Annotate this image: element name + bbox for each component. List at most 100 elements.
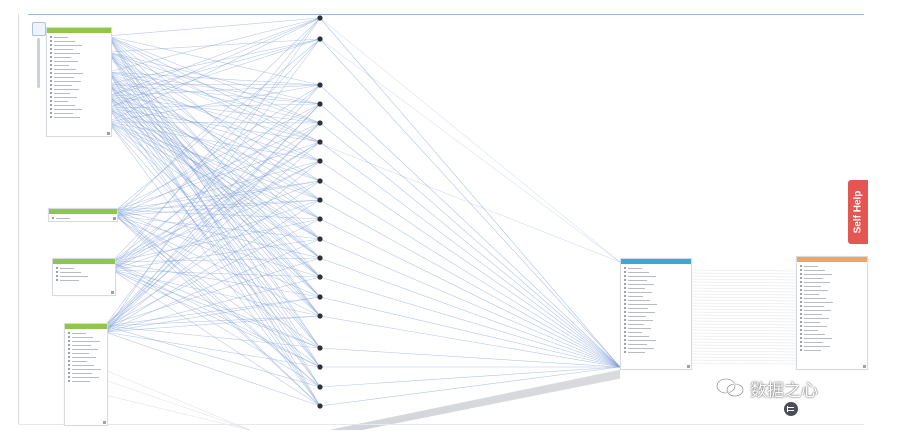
- column-node[interactable]: [317, 15, 323, 21]
- table-column-row[interactable]: [50, 67, 108, 71]
- table-column-row[interactable]: [68, 359, 104, 363]
- table-column-row[interactable]: [800, 332, 864, 336]
- table-column-row[interactable]: [50, 79, 108, 83]
- table-column-row[interactable]: [56, 278, 112, 282]
- column-node[interactable]: [317, 82, 323, 88]
- resize-handle[interactable]: [111, 291, 114, 294]
- table-column-row[interactable]: [50, 107, 108, 111]
- table-column-row[interactable]: [624, 286, 688, 290]
- table-column-row[interactable]: [800, 308, 864, 312]
- column-node[interactable]: [317, 403, 323, 409]
- resize-handle[interactable]: [103, 421, 106, 424]
- column-node[interactable]: [317, 139, 323, 145]
- table-column-row[interactable]: [800, 312, 864, 316]
- table-column-row[interactable]: [50, 103, 108, 107]
- table-column-row[interactable]: [56, 274, 112, 278]
- table-column-row[interactable]: [68, 351, 104, 355]
- table-column-row[interactable]: [68, 335, 104, 339]
- table-column-row[interactable]: [800, 328, 864, 332]
- table-column-row[interactable]: [50, 51, 108, 55]
- table-column-row[interactable]: [50, 87, 108, 91]
- table-column-row[interactable]: [50, 115, 108, 119]
- column-node[interactable]: [317, 197, 323, 203]
- table-column-row[interactable]: [800, 276, 864, 280]
- table-column-row[interactable]: [68, 347, 104, 351]
- table-column-row[interactable]: [624, 266, 688, 270]
- table-column-row[interactable]: [800, 272, 864, 276]
- target-table-1[interactable]: [620, 258, 692, 370]
- source-table-3[interactable]: [52, 258, 116, 296]
- table-column-row[interactable]: [624, 298, 688, 302]
- table-column-row[interactable]: [68, 371, 104, 375]
- table-column-row[interactable]: [68, 375, 104, 379]
- table-column-row[interactable]: [800, 280, 864, 284]
- column-node[interactable]: [317, 158, 323, 164]
- table-column-row[interactable]: [800, 344, 864, 348]
- column-node[interactable]: [317, 364, 323, 370]
- table-column-row[interactable]: [800, 296, 864, 300]
- table-column-row[interactable]: [800, 300, 864, 304]
- table-column-row[interactable]: [624, 294, 688, 298]
- table-column-row[interactable]: [68, 363, 104, 367]
- table-column-row[interactable]: [50, 111, 108, 115]
- table-column-row[interactable]: [50, 43, 108, 47]
- table-column-row[interactable]: [50, 35, 108, 39]
- table-column-row[interactable]: [800, 340, 864, 344]
- column-node[interactable]: [317, 294, 323, 300]
- table-column-row[interactable]: [624, 290, 688, 294]
- zoom-slider-handle[interactable]: [32, 22, 46, 36]
- table-column-row[interactable]: [800, 320, 864, 324]
- table-column-row[interactable]: [624, 322, 688, 326]
- table-column-row[interactable]: [800, 336, 864, 340]
- table-column-row[interactable]: [624, 282, 688, 286]
- resize-handle[interactable]: [687, 365, 690, 368]
- table-column-row[interactable]: [50, 71, 108, 75]
- list-circle-icon[interactable]: [784, 402, 798, 416]
- column-node[interactable]: [317, 236, 323, 242]
- table-column-row[interactable]: [624, 326, 688, 330]
- zoom-slider[interactable]: [32, 22, 46, 88]
- table-column-row[interactable]: [800, 316, 864, 320]
- column-node[interactable]: [317, 178, 323, 184]
- table-column-row[interactable]: [624, 278, 688, 282]
- table-column-row[interactable]: [50, 63, 108, 67]
- column-node[interactable]: [317, 255, 323, 261]
- table-header[interactable]: [47, 28, 111, 33]
- table-column-row[interactable]: [68, 367, 104, 371]
- table-column-row[interactable]: [800, 292, 864, 296]
- table-column-row[interactable]: [50, 83, 108, 87]
- source-table-2[interactable]: [48, 208, 118, 222]
- table-column-row[interactable]: [800, 348, 864, 352]
- column-node[interactable]: [317, 384, 323, 390]
- table-column-row[interactable]: [50, 47, 108, 51]
- table-header[interactable]: [53, 259, 115, 264]
- resize-handle[interactable]: [107, 132, 110, 135]
- table-column-row[interactable]: [50, 55, 108, 59]
- table-column-row[interactable]: [624, 314, 688, 318]
- table-column-row[interactable]: [50, 91, 108, 95]
- table-column-row[interactable]: [50, 39, 108, 43]
- target-table-2[interactable]: [796, 256, 868, 370]
- resize-handle[interactable]: [113, 217, 116, 220]
- table-column-row[interactable]: [624, 310, 688, 314]
- column-node[interactable]: [317, 216, 323, 222]
- column-node[interactable]: [317, 36, 323, 42]
- source-table-1[interactable]: [46, 27, 112, 137]
- column-node[interactable]: [317, 345, 323, 351]
- table-header[interactable]: [797, 257, 867, 262]
- table-column-row[interactable]: [624, 342, 688, 346]
- table-column-row[interactable]: [800, 304, 864, 308]
- table-column-row[interactable]: [800, 268, 864, 272]
- table-column-row[interactable]: [56, 266, 112, 270]
- table-column-row[interactable]: [624, 318, 688, 322]
- table-header[interactable]: [49, 209, 117, 214]
- table-column-row[interactable]: [800, 288, 864, 292]
- zoom-slider-track[interactable]: [37, 38, 40, 88]
- table-header[interactable]: [65, 324, 107, 329]
- table-column-row[interactable]: [800, 324, 864, 328]
- table-column-row[interactable]: [68, 379, 104, 383]
- source-table-4[interactable]: [64, 323, 108, 426]
- column-node[interactable]: [317, 274, 323, 280]
- table-column-row[interactable]: [800, 264, 864, 268]
